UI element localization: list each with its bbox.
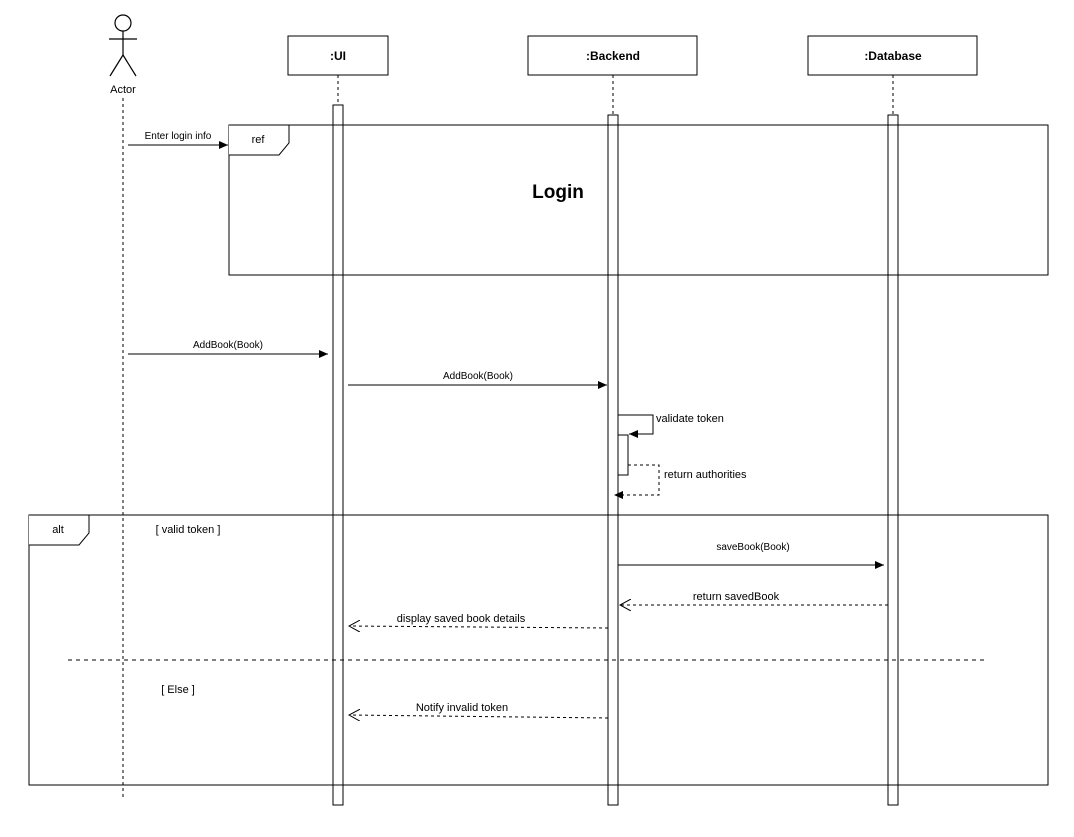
notify-invalid-label: Notify invalid token: [416, 702, 508, 714]
backend-activation-bar: [607, 114, 619, 806]
ref-frame-tag: ref: [252, 134, 266, 146]
actor-label: Actor: [110, 84, 136, 96]
enter-login-label: Enter login info: [145, 131, 212, 142]
notify-invalid-arrow: [349, 715, 609, 718]
alt-frame-tag: alt: [52, 524, 64, 536]
display-saved-arrow: [349, 626, 609, 628]
ref-frame: [228, 124, 1049, 276]
backend-lifeline-header: [527, 35, 698, 76]
ui-lifeline-header: [287, 35, 389, 76]
database-activation-bar: [887, 114, 899, 806]
database-lifeline-label: :Database: [864, 49, 922, 63]
database-lifeline-header: [807, 35, 978, 76]
validate-token-arrow: [618, 414, 654, 438]
actor-figure-icon: [109, 14, 137, 77]
display-saved-label: display saved book details: [397, 613, 526, 625]
alt-guard-else: [ Else ]: [161, 684, 195, 696]
ui-lifeline-label: :UI: [330, 49, 346, 63]
backend-lifeline-label: :Backend: [586, 49, 640, 63]
addbook-actor-ui-label: AddBook(Book): [193, 340, 263, 351]
return-saved-book-label: return savedBook: [693, 591, 780, 603]
ui-activation-bar: [332, 104, 344, 806]
validate-token-activation: [617, 434, 629, 476]
save-book-label: saveBook(Book): [716, 542, 789, 553]
addbook-ui-backend-label: AddBook(Book): [443, 371, 513, 382]
validate-token-label: validate token: [656, 413, 724, 425]
ref-frame-title: Login: [532, 182, 584, 203]
alt-frame: [28, 514, 1049, 786]
alt-guard-valid: [ valid token ]: [156, 524, 221, 536]
return-authorities-label: return authorities: [664, 469, 747, 481]
